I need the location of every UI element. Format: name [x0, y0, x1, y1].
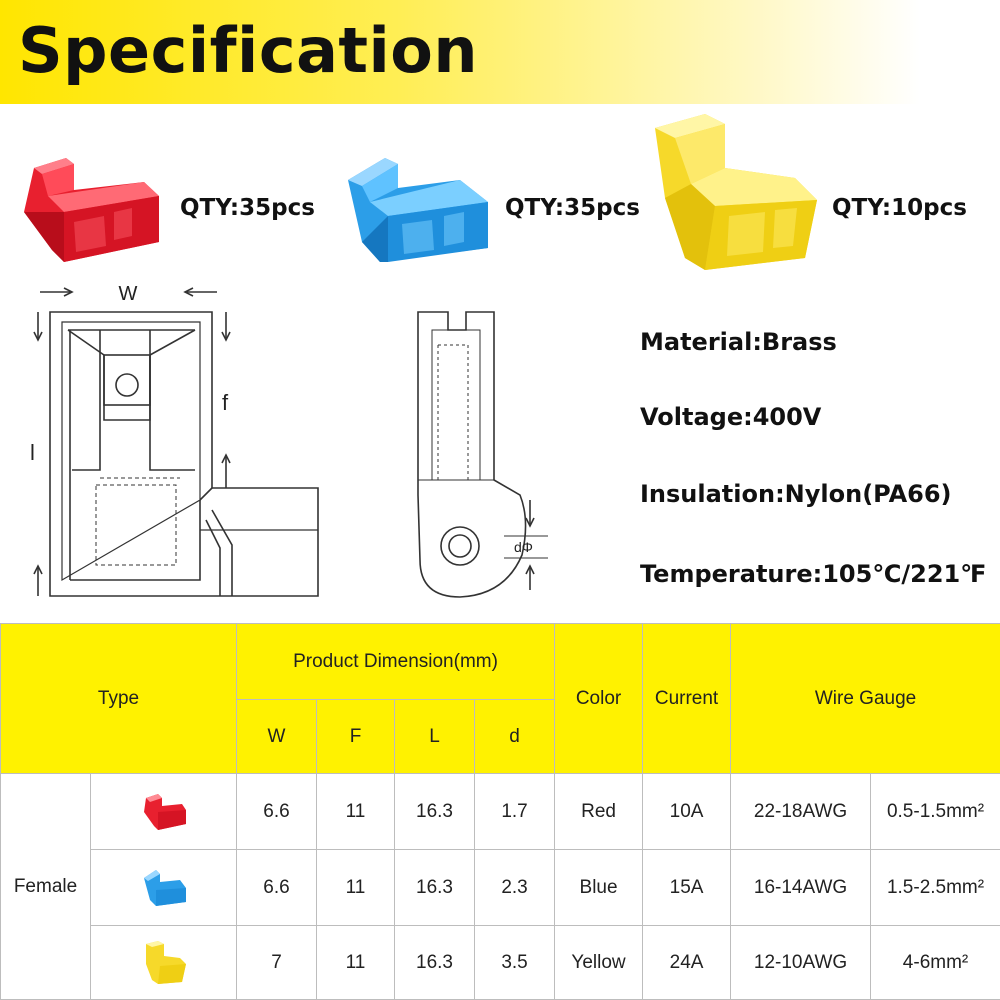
header-type: Type: [0, 623, 238, 774]
yellow-connector-image: [655, 114, 817, 270]
yellow-qty-label: QTY:10pcs: [832, 195, 967, 221]
cell-current: 10A: [642, 773, 732, 850]
cell-awg: 12-10AWG: [730, 925, 872, 1000]
cell-d: 2.3: [474, 849, 556, 926]
cell-color: Yellow: [554, 925, 644, 1000]
header-current: Current: [642, 623, 732, 774]
red-connector-thumb: [143, 793, 186, 830]
cell-awg: 22-18AWG: [730, 773, 872, 850]
page-title: Specification: [18, 14, 479, 87]
temperature-text: Temperature:105℃/221℉: [640, 560, 987, 588]
table-row: Female 6.6 11 16.3 1.7 Red 10A 22-18AWG …: [0, 773, 1000, 1000]
blue-connector-image: [348, 158, 488, 262]
table-row: 6.6 11 16.3 2.3 Blue 15A 16-14AWG 1.5-2.…: [1, 849, 1000, 926]
cell-color: Red: [554, 773, 644, 850]
cell-w: 7: [236, 925, 318, 1000]
cell-current: 24A: [642, 925, 732, 1000]
material-text: Material:Brass: [640, 328, 837, 356]
row-thumb-blue: [89, 849, 238, 926]
cell-d: 1.7: [474, 773, 556, 850]
f-label: f: [222, 390, 229, 415]
header-l: L: [394, 699, 476, 774]
row-thumb-yellow: [89, 925, 238, 1000]
cell-l: 16.3: [394, 925, 476, 1000]
w-label: W: [119, 283, 138, 305]
title-banner: [0, 0, 1000, 104]
d-label: dΦ: [514, 539, 533, 555]
cell-l: 16.3: [394, 849, 476, 926]
cell-d: 3.5: [474, 925, 556, 1000]
cell-f: 11: [316, 773, 396, 850]
cell-current: 15A: [642, 849, 732, 926]
voltage-text: Voltage:400V: [640, 403, 822, 431]
l-label: l: [30, 440, 35, 465]
red-qty-label: QTY:35pcs: [180, 195, 315, 221]
cell-w: 6.6: [236, 849, 318, 926]
insulation-text: Insulation:Nylon(PA66): [640, 480, 952, 508]
header-d: d: [474, 699, 556, 774]
cell-f: 11: [316, 849, 396, 926]
cell-l: 16.3: [394, 773, 476, 850]
cell-mm2: 0.5-1.5mm²: [870, 773, 1000, 850]
cell-awg: 16-14AWG: [730, 849, 872, 926]
header-wire-gauge: Wire Gauge: [730, 623, 1000, 774]
header-dimension: Product Dimension(mm): [236, 623, 556, 700]
row-thumb-red: [89, 773, 238, 850]
header-color: Color: [554, 623, 644, 774]
cell-w: 6.6: [236, 773, 318, 850]
spec-table: Type Product Dimension(mm) Color Current…: [0, 623, 1000, 1000]
cell-f: 11: [316, 925, 396, 1000]
cell-mm2: 4-6mm²: [870, 925, 1000, 1000]
dimension-drawing: W f l dΦ: [30, 283, 548, 598]
header-w: W: [236, 699, 318, 774]
cell-color: Blue: [554, 849, 644, 926]
red-connector-image: [24, 158, 159, 262]
table-row: 7 11 16.3 3.5 Yellow 24A 12-10AWG 4-6mm²: [1, 925, 1000, 1000]
header-f: F: [316, 699, 396, 774]
blue-connector-thumb: [143, 869, 186, 906]
yellow-connector-thumb: [145, 940, 186, 984]
blue-qty-label: QTY:35pcs: [505, 195, 640, 221]
cell-mm2: 1.5-2.5mm²: [870, 849, 1000, 926]
group-female: Female: [0, 773, 91, 1000]
